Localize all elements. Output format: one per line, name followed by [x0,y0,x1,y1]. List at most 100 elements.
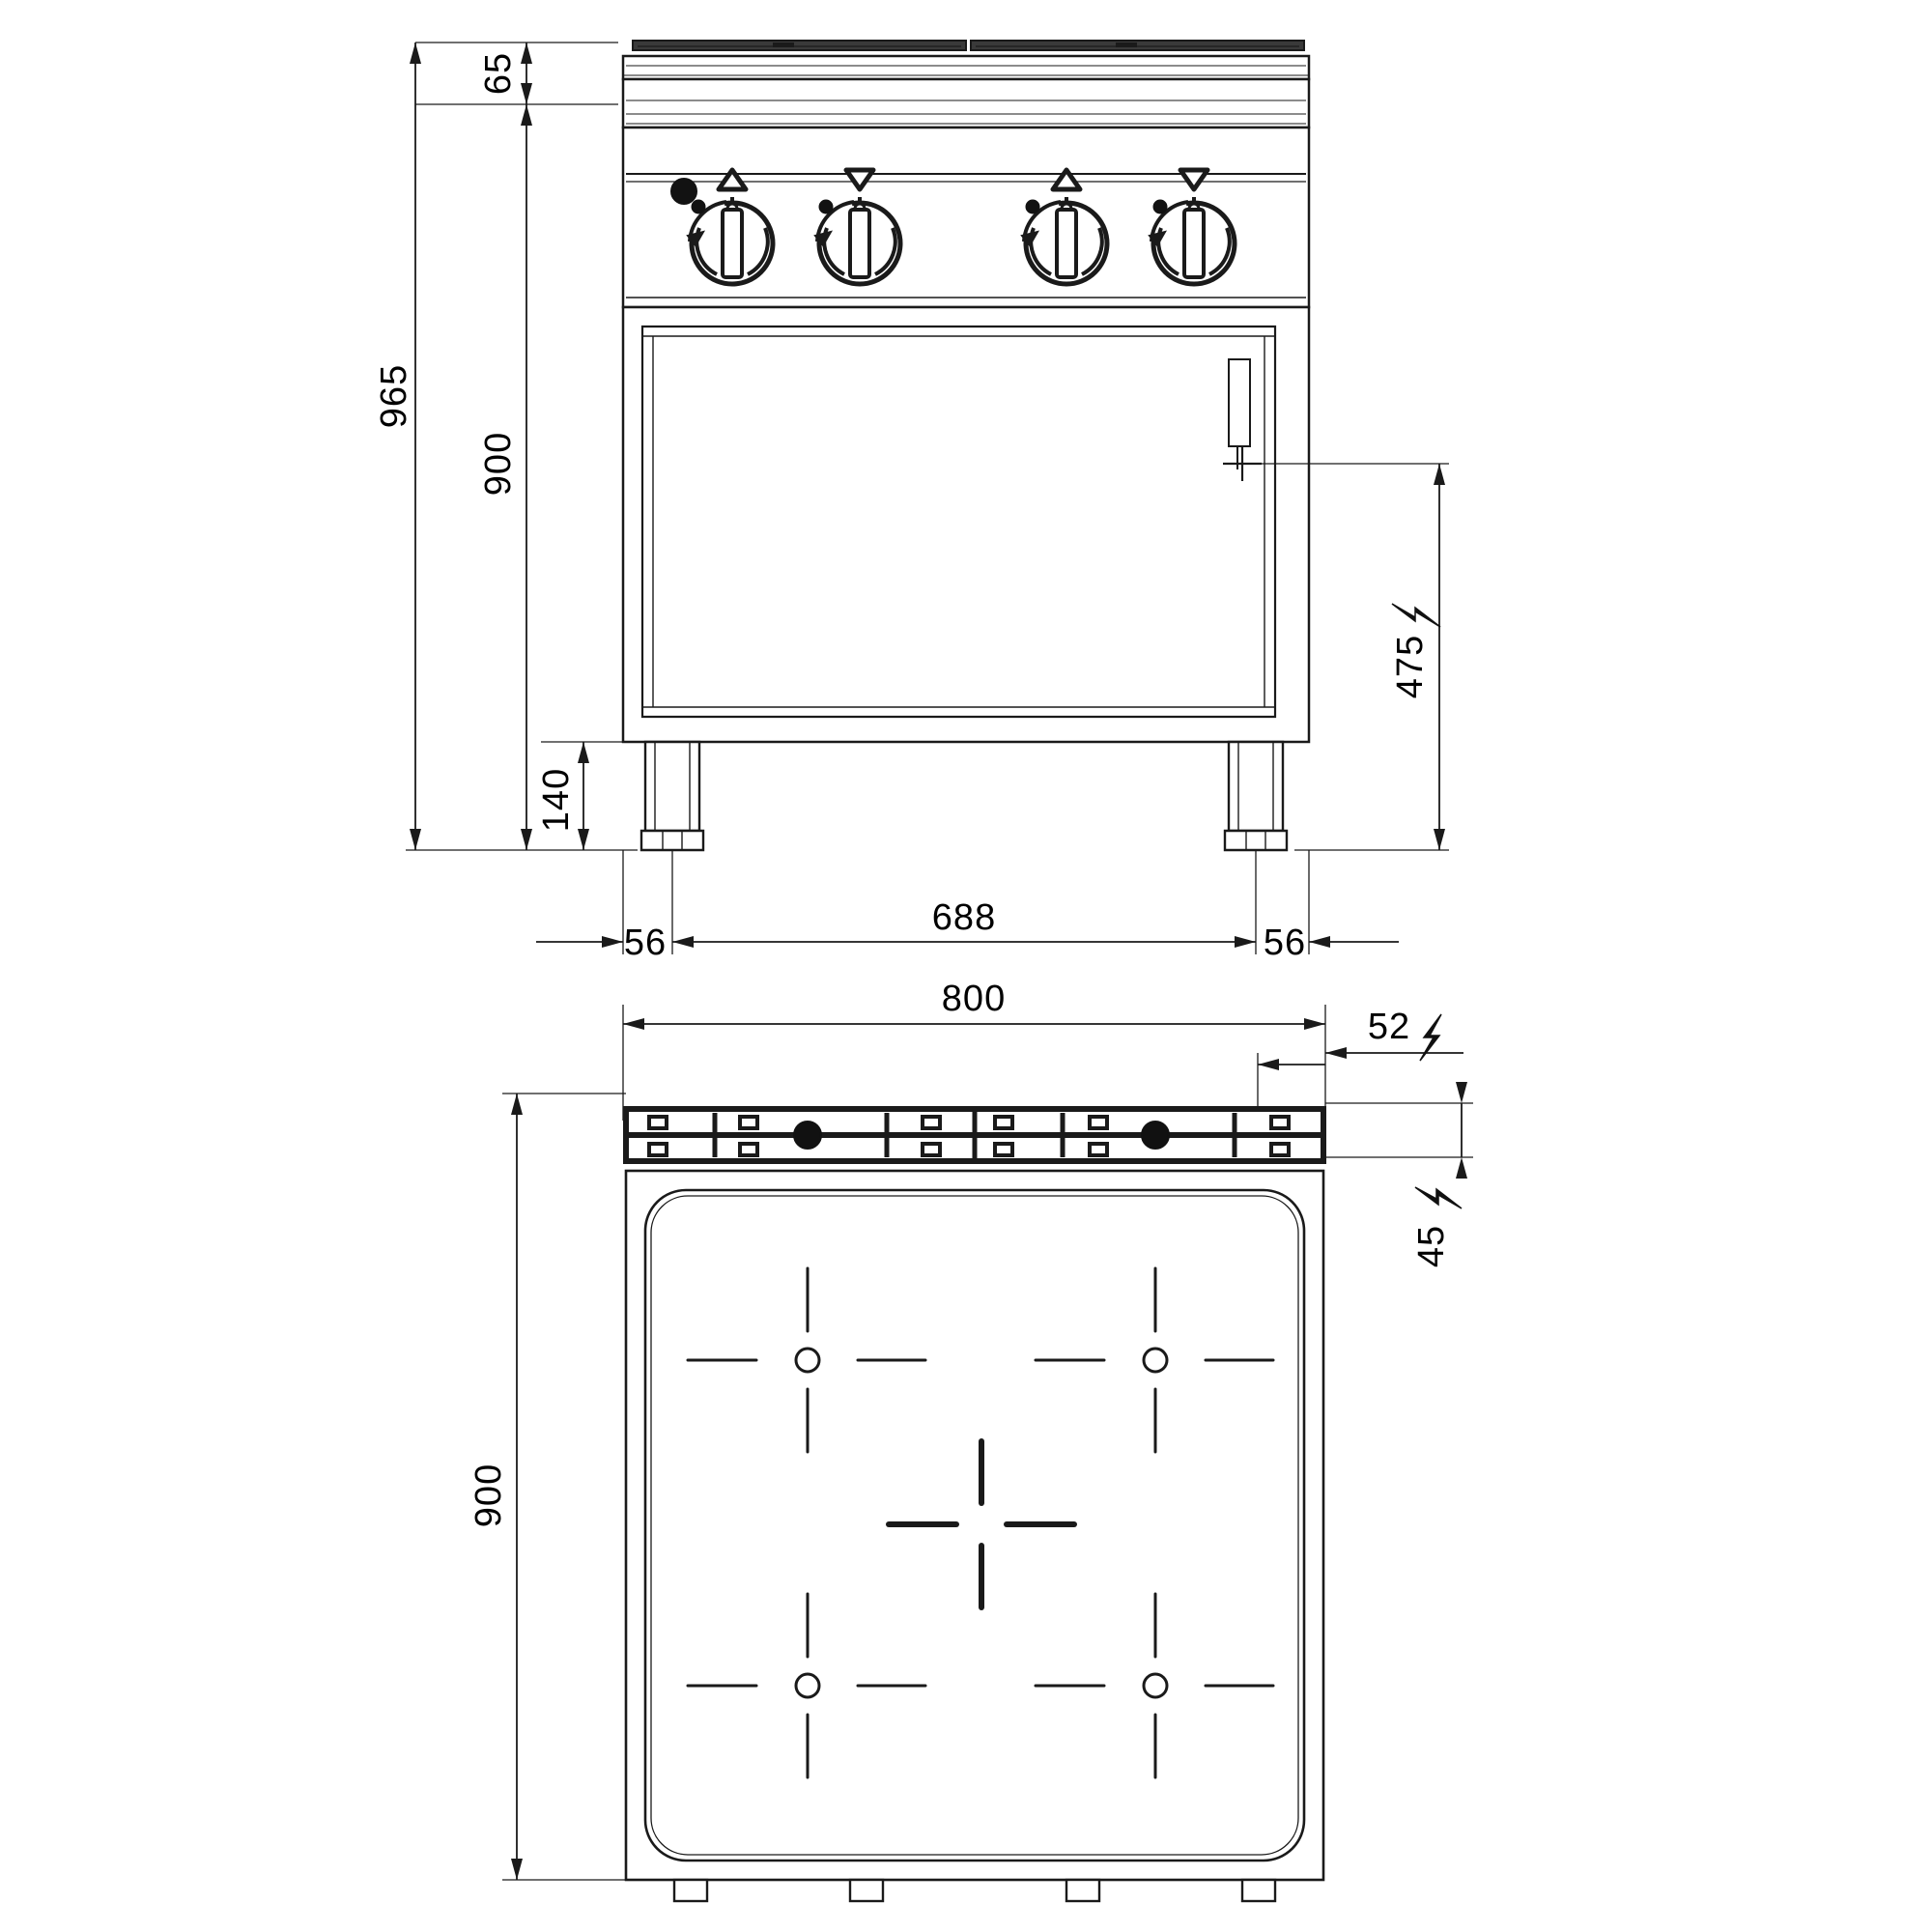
control-knob-3[interactable] [1020,167,1110,287]
rail-clip-8 [993,1142,1014,1157]
plan-feet [672,1878,1277,1903]
knob-off-dot [691,199,706,214]
control-knob-1[interactable] [686,167,776,287]
top-view-dimensions: 800 52 45 900 [469,979,1473,1881]
dim-65-arrow-bottom [521,83,532,104]
bolt-icon-52 [1419,1013,1442,1062]
knob-left-lobe [822,227,845,276]
hob-rail-nub-1 [773,43,794,47]
rail-clip-4 [738,1142,759,1157]
dim-900-top-label: 900 [469,1463,509,1527]
knob-off-dot [818,199,834,214]
knob-left-lobe [695,227,718,276]
dim-140-label: 140 [536,768,577,832]
legs [639,740,1289,852]
dim-65-arrow-top [521,43,532,64]
cabinet-body [621,305,1311,744]
pilot-lamp-icon [670,178,697,205]
dim-900t-arrow-top [511,1094,523,1115]
triangle-up-icon [1050,167,1083,192]
knob-off-dot [1152,199,1168,214]
rail-clip-7 [993,1115,1014,1130]
zone-front-right [1034,1592,1275,1779]
knob-right-lobe [1208,227,1232,276]
rail-clip-6 [921,1142,942,1157]
knob-right-lobe [874,227,897,276]
side-bracket [1228,358,1251,447]
control-knob-2[interactable] [813,167,903,287]
dim-900-label: 900 [478,432,519,496]
dim-965-arrow-top [410,43,421,64]
rail-clip-2 [647,1142,668,1157]
plan-foot-2 [848,1878,885,1903]
dim-45-arrow-top [1456,1082,1467,1103]
dim-900-arrow-top [521,104,532,126]
dim-52-arrow-right [1325,1047,1347,1059]
rail-clip-12 [1269,1142,1291,1157]
induction-glass-inner-edge [650,1195,1299,1856]
knob-pointer-bar [848,208,871,279]
rear-rail-strip [623,1106,1326,1164]
dim-965-label: 965 [374,364,414,428]
knob-left-lobe [1029,227,1052,276]
dim-688-label: 688 [932,897,996,938]
dim-475-arrow-top [1434,464,1445,485]
plan-foot-4 [1240,1878,1277,1903]
dim-45-arrow-bottom [1456,1157,1467,1179]
knob-right-lobe [747,227,770,276]
dim-140-arrow-top [578,742,589,763]
dim-45-label: 45 [1411,1225,1452,1267]
knob-pointer-bar [1055,208,1078,279]
cooking-zone-markers [686,1266,1275,1779]
worktop-assembly [621,40,1311,129]
rail-boss-left [793,1121,822,1150]
leg-right [1227,740,1285,833]
plan-view [623,1106,1326,1903]
dim-475-label: 475 [1390,635,1431,698]
plan-foot-3 [1065,1878,1101,1903]
knob-off-dot [1025,199,1040,214]
dim-900-arrow-bottom [521,829,532,850]
leg-left-foot [639,829,705,852]
rail-clip-1 [647,1115,668,1130]
dim-56-left-label: 56 [624,923,667,963]
dim-900t-arrow-bottom [511,1859,523,1880]
zone-front-left [686,1592,927,1779]
leg-left [643,740,701,833]
rail-clip-11 [1269,1115,1291,1130]
dim-800-arrow-right [1304,1018,1325,1030]
front-view-dimensions: 965 65 900 140 475 56 [374,42,1449,963]
dim-688-arrow-right [1235,936,1256,948]
leg-right-foot [1223,829,1289,852]
dim-52-label: 52 [1368,1007,1410,1047]
control-knob-4[interactable] [1148,167,1237,287]
rail-clip-3 [738,1115,759,1130]
centre-cross-marker [886,1438,1077,1610]
plan-foot-1 [672,1878,709,1903]
knob-pointer-bar [1182,208,1206,279]
bolt-icon-475 [1391,603,1441,628]
triangle-down-icon [1178,167,1210,192]
zone-rear-left [686,1266,927,1454]
dim-56r-arrow [1309,936,1330,948]
hob-rail-right [970,40,1305,51]
rail-clip-5 [921,1115,942,1130]
front-elevation [621,40,1311,852]
dim-140-arrow-bottom [578,829,589,850]
knob-right-lobe [1081,227,1104,276]
hob-rail-nub-2 [1116,43,1137,47]
dim-800-label: 800 [942,979,1006,1019]
top-band [621,77,1311,129]
zone-rear-right [1034,1266,1275,1454]
cabinet-door-opening [640,325,1277,719]
dim-56-right-label: 56 [1264,923,1306,963]
rail-clip-10 [1088,1142,1109,1157]
knob-pointer-bar [721,208,744,279]
dim-688-arrow-left [672,936,694,948]
rail-clip-9 [1088,1115,1109,1130]
dim-800-arrow-left [623,1018,644,1030]
rail-boss-right [1141,1121,1170,1150]
induction-glass-plate [643,1188,1306,1862]
dim-52-arrow-left [1258,1059,1279,1070]
